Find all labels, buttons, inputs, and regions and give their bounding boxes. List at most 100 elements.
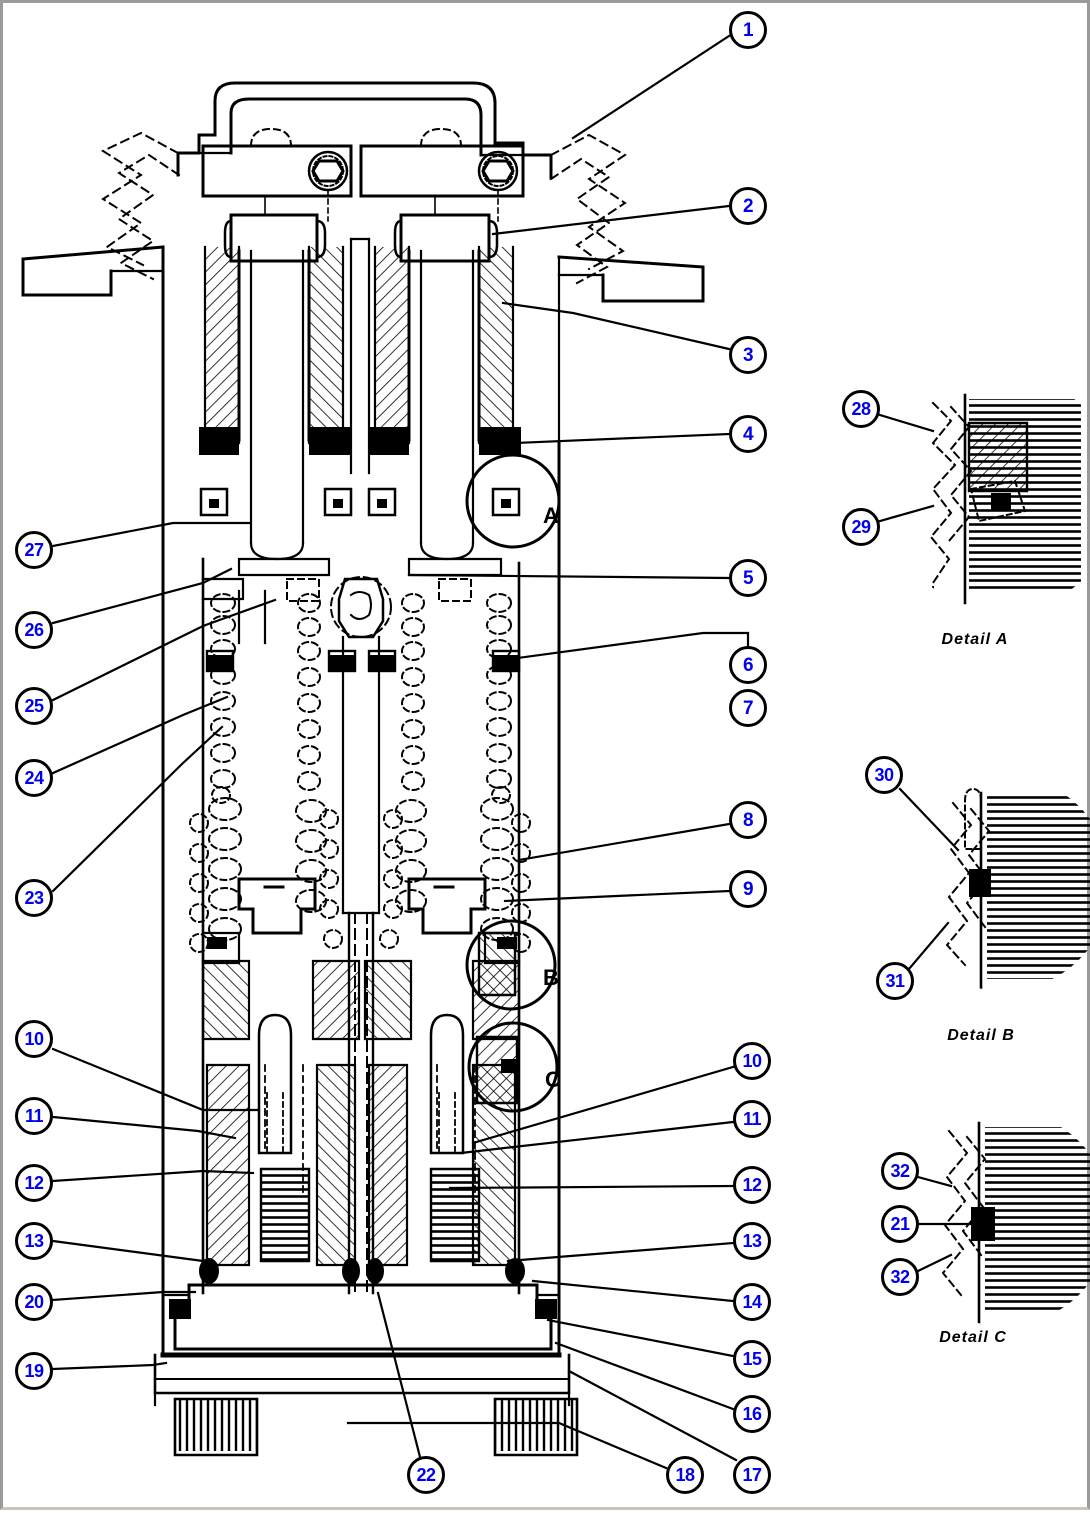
- callout-number: 15: [742, 1349, 762, 1369]
- callout-bubble-26[interactable]: 26: [15, 611, 53, 649]
- callout-bubble-28[interactable]: 28: [842, 390, 880, 428]
- callout-number: 31: [885, 971, 905, 991]
- callout-leader-line: [346, 1421, 668, 1470]
- callout-leader-line: [878, 413, 935, 433]
- callout-leader-line: [51, 1361, 168, 1371]
- callout-leader-line: [491, 204, 731, 236]
- callout-bubble-18[interactable]: 18: [666, 1456, 704, 1494]
- callout-leader-line: [567, 1369, 738, 1462]
- callout-bubble-30[interactable]: 30: [865, 756, 903, 794]
- callout-bubble-29[interactable]: 29: [842, 508, 880, 546]
- callout-bubble-17[interactable]: 17: [733, 1456, 771, 1494]
- callout-bubble-31[interactable]: 31: [876, 962, 914, 1000]
- callout-bubble-25[interactable]: 25: [15, 687, 53, 725]
- detail-c-title: Detail C: [939, 1329, 1007, 1346]
- callout-bubble-13[interactable]: 13: [733, 1222, 771, 1260]
- callout-number: 6: [742, 654, 754, 676]
- callout-number: 32: [890, 1161, 910, 1181]
- callout-bubble-24[interactable]: 24: [15, 759, 53, 797]
- callout-bubble-7[interactable]: 7: [729, 689, 767, 727]
- callout-number: 12: [742, 1175, 762, 1195]
- callout-leader-line: [448, 1184, 735, 1190]
- callout-leader-line: [503, 889, 731, 903]
- callout-bubble-5[interactable]: 5: [729, 559, 767, 597]
- callout-bubble-21[interactable]: 21: [881, 1205, 919, 1243]
- callout-bubble-11[interactable]: 11: [733, 1100, 771, 1138]
- callout-number: 27: [24, 540, 44, 560]
- callout-number: 10: [742, 1051, 762, 1071]
- callout-number: 24: [24, 768, 44, 788]
- callout-number: 7: [742, 697, 754, 719]
- callout-number: 13: [742, 1231, 762, 1251]
- callout-number: 2: [742, 195, 754, 217]
- callout-bubble-9[interactable]: 9: [729, 870, 767, 908]
- callout-leader-line: [51, 567, 233, 625]
- callout-bubble-23[interactable]: 23: [15, 879, 53, 917]
- callout-leader-line: [513, 432, 731, 445]
- callout-bubble-19[interactable]: 19: [15, 1352, 53, 1390]
- callout-number: 8: [742, 809, 754, 831]
- callout-bubble-20[interactable]: 20: [15, 1283, 53, 1321]
- callout-number: 32: [890, 1267, 910, 1287]
- callout-number: 29: [851, 517, 871, 537]
- assembly-drawing-artwork: [21, 34, 1090, 1470]
- callout-leader-line: [878, 504, 935, 523]
- callout-bubble-32[interactable]: 32: [881, 1258, 919, 1296]
- callout-bubble-10[interactable]: 10: [733, 1042, 771, 1080]
- callout-leader-line: [51, 725, 224, 893]
- callout-bubble-3[interactable]: 3: [729, 336, 767, 374]
- callout-leader-line: [531, 1279, 735, 1303]
- callout-bubble-12[interactable]: 12: [733, 1166, 771, 1204]
- callout-bubble-6[interactable]: 6: [729, 646, 767, 684]
- callout-leader-line: [501, 301, 731, 351]
- callout-leader-line: [459, 1120, 735, 1155]
- callout-leader-line: [517, 822, 731, 862]
- callout-number: 18: [675, 1465, 695, 1485]
- callout-number: 20: [24, 1292, 44, 1312]
- callout-leader-line: [51, 521, 251, 548]
- callout-number: 17: [742, 1465, 762, 1485]
- callout-number: 22: [416, 1465, 436, 1485]
- callout-bubble-4[interactable]: 4: [729, 415, 767, 453]
- callout-leader-line: [554, 1341, 735, 1411]
- callout-bubble-27[interactable]: 27: [15, 531, 53, 569]
- callout-leader-line: [471, 1065, 735, 1145]
- callout-number: 10: [24, 1029, 44, 1049]
- callout-bubble-1[interactable]: 1: [729, 11, 767, 49]
- zone-letter-a: A: [543, 503, 559, 528]
- callout-leader-line: [571, 34, 731, 140]
- callout-number: 26: [24, 620, 44, 640]
- callout-leader-line: [51, 1239, 219, 1267]
- detail-b-title: Detail B: [947, 1027, 1015, 1044]
- callout-bubble-15[interactable]: 15: [733, 1340, 771, 1378]
- callout-number: 4: [742, 423, 754, 445]
- callout-bubble-14[interactable]: 14: [733, 1283, 771, 1321]
- callout-bubble-32[interactable]: 32: [881, 1152, 919, 1190]
- callout-number: 14: [742, 1292, 762, 1312]
- callout-bubble-22[interactable]: 22: [407, 1456, 445, 1494]
- callout-bubble-11[interactable]: 11: [15, 1097, 53, 1135]
- callout-leader-line: [51, 1290, 197, 1302]
- callout-number: 19: [24, 1361, 44, 1381]
- callout-number: 9: [742, 878, 754, 900]
- callout-bubble-12[interactable]: 12: [15, 1164, 53, 1202]
- callout-bubble-10[interactable]: 10: [15, 1020, 53, 1058]
- callout-bubble-13[interactable]: 13: [15, 1222, 53, 1260]
- callout-number: 23: [24, 888, 44, 908]
- callout-bubble-2[interactable]: 2: [729, 187, 767, 225]
- callout-number: 21: [890, 1214, 910, 1234]
- callout-number: 13: [24, 1231, 44, 1251]
- callout-leader-line: [506, 1241, 735, 1263]
- callout-number: 30: [874, 765, 894, 785]
- callout-number: 11: [742, 1109, 762, 1129]
- callout-number: 28: [851, 399, 871, 419]
- zone-letter-c: C: [545, 1067, 561, 1092]
- callout-bubble-16[interactable]: 16: [733, 1395, 771, 1433]
- callout-leader-line: [907, 921, 950, 971]
- callout-bubble-8[interactable]: 8: [729, 801, 767, 839]
- callout-leader-line: [51, 1047, 261, 1112]
- callout-number: 16: [742, 1404, 762, 1424]
- callout-leader-line: [546, 1318, 735, 1358]
- zone-letter-b: B: [543, 965, 559, 990]
- callout-number: 25: [24, 696, 44, 716]
